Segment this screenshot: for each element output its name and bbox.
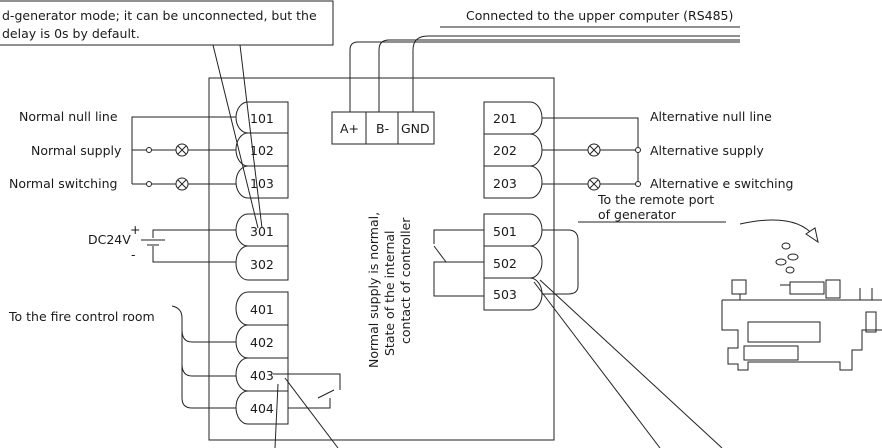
- terminal-gnd: GND: [401, 121, 430, 136]
- terminal-202: 202: [493, 143, 517, 158]
- generator-remote-wiring: To the remote port of generator: [433, 192, 726, 448]
- controller-state-note: Normal supply is normal, State of the in…: [366, 212, 413, 368]
- terminal-401: 401: [250, 302, 274, 317]
- terminal-501: 501: [493, 224, 517, 239]
- left-terminal-block: 101 102 103 301 302 401 402 403 404: [235, 101, 289, 425]
- fire-control-wiring: To the fire control room: [8, 305, 341, 448]
- state-note-line-2: State of the internal: [382, 230, 397, 356]
- terminal-403: 403: [250, 368, 274, 383]
- terminal-503: 503: [493, 287, 517, 302]
- terminal-301: 301: [250, 224, 274, 239]
- terminal-302: 302: [250, 257, 274, 272]
- terminal-201: 201: [493, 111, 517, 126]
- label-normal-supply: Normal supply: [31, 143, 122, 158]
- label-normal-null-line: Normal null line: [19, 109, 118, 124]
- alternative-supply-wiring: Alternative null line Alternative supply…: [542, 109, 793, 191]
- label-remote-port-line-1: To the remote port: [597, 192, 714, 207]
- label-alternative-null-line: Alternative null line: [650, 109, 772, 124]
- controller-box: [208, 77, 555, 441]
- lamp-icon: [175, 143, 189, 157]
- terminal-404: 404: [250, 401, 274, 416]
- terminal-203: 203: [493, 176, 517, 191]
- state-note-line-3: contact of controller: [398, 217, 413, 344]
- battery-plus-sign: +: [130, 222, 140, 237]
- battery-icon: [141, 239, 165, 246]
- terminal-101: 101: [250, 111, 274, 126]
- battery-minus-sign: -: [131, 247, 136, 262]
- label-remote-port-line-2: of generator: [598, 207, 677, 222]
- terminal-a-plus: A+: [340, 121, 359, 136]
- label-dc24v: DC24V: [88, 232, 131, 247]
- state-note-line-1: Normal supply is normal,: [366, 212, 381, 368]
- terminal-102: 102: [250, 143, 274, 158]
- terminal-502: 502: [493, 256, 517, 271]
- label-alternative-switching: Alternative e switching: [650, 176, 793, 191]
- dc24v-supply: DC24V + -: [88, 222, 236, 263]
- lamp-icon: [587, 177, 601, 191]
- normal-supply-wiring: Normal null line Normal supply Normal sw…: [9, 109, 236, 191]
- label-normal-switching: Normal switching: [9, 176, 117, 191]
- generator-icon: [721, 219, 882, 371]
- rs485-label: Connected to the upper computer (RS485): [466, 8, 733, 23]
- lamp-icon: [175, 177, 189, 191]
- terminal-b-minus: B-: [376, 121, 389, 136]
- terminal-103: 103: [250, 176, 274, 191]
- terminal-402: 402: [250, 335, 274, 350]
- note-line-2: delay is 0s by default.: [2, 26, 140, 41]
- right-terminal-block: 201 202 203 501 502 503: [483, 101, 543, 311]
- rs485-section: Connected to the upper computer (RS485) …: [331, 8, 740, 145]
- note-line-1: d-generator mode; it can be unconnected,…: [2, 8, 317, 23]
- label-alternative-supply: Alternative supply: [650, 143, 764, 158]
- label-fire-control-room: To the fire control room: [8, 309, 155, 324]
- lamp-icon: [587, 143, 601, 157]
